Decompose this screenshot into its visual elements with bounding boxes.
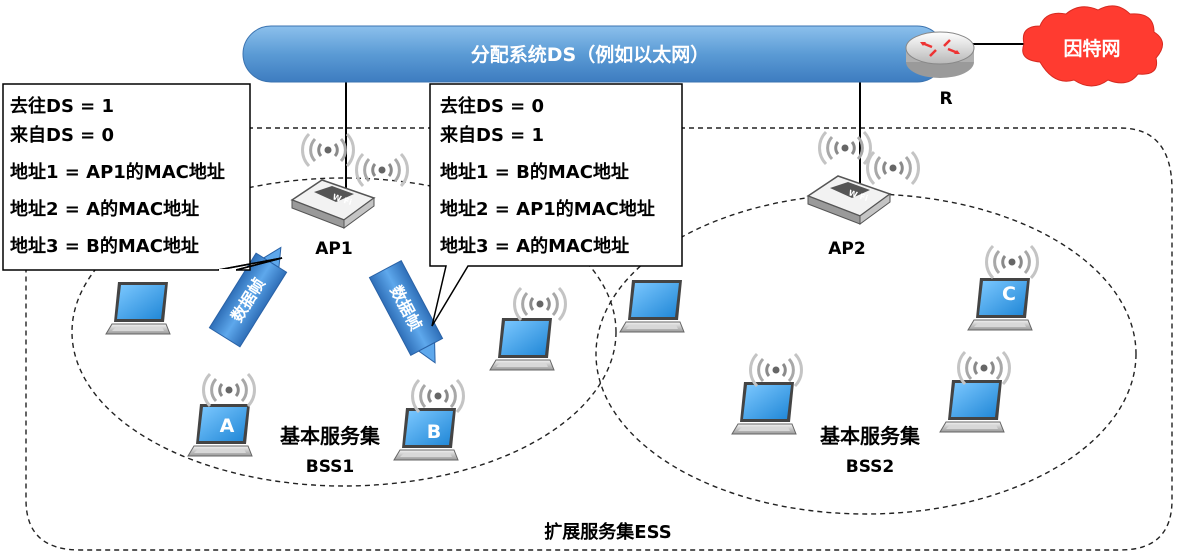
waves-b-icon [411, 378, 465, 414]
callout-left-line-5: 地址3 = B的MAC地址 [10, 235, 199, 257]
ap2-waves-right-icon [866, 150, 920, 186]
bss1-title: 基本服务集 [280, 424, 381, 448]
internet-label: 因特网 [1063, 38, 1120, 60]
ap2-waves-left-icon [818, 130, 872, 166]
bss2-subtitle: BSS2 [846, 457, 895, 477]
laptop-bss1-topleft-icon [105, 281, 171, 335]
ds-bar-label: 分配系统DS（例如以太网） [471, 43, 709, 66]
callout-left-line-4: 地址2 = A的MAC地址 [10, 198, 199, 220]
laptop-bss2-right-icon [939, 379, 1005, 433]
waves-bss1-right-icon [513, 286, 567, 322]
callout-left: 去往DS = 1 来自DS = 0 地址1 = AP1的MAC地址 地址2 = … [2, 83, 283, 272]
ap2-device-icon [807, 175, 891, 225]
callout-left-line-1: 去往DS = 1 [10, 95, 114, 117]
ess-label: 扩展服务集ESS [544, 521, 671, 543]
bss1-subtitle: BSS1 [306, 457, 355, 477]
waves-c-icon [985, 244, 1039, 280]
station-c-label: C [1002, 283, 1016, 305]
station-b-label: B [427, 421, 441, 443]
callout-right: 去往DS = 0 来自DS = 1 地址1 = B的MAC地址 地址2 = AP… [429, 83, 683, 327]
internet-cloud-icon [1022, 5, 1163, 87]
callout-right-line-3: 地址1 = B的MAC地址 [440, 161, 629, 183]
callout-left-line-2: 来自DS = 0 [9, 124, 114, 146]
router-label: R [939, 89, 952, 109]
bss2-title: 基本服务集 [820, 424, 921, 448]
waves-a-icon [202, 372, 256, 408]
callout-right-line-5: 地址3 = A的MAC地址 [440, 235, 629, 257]
data-frame-arrow-down: 数据帧 [368, 260, 444, 364]
ap1-label: AP1 [315, 239, 352, 259]
station-a-label: A [220, 415, 235, 437]
ap1-waves-right-icon [355, 152, 409, 188]
ap1-device-icon [291, 179, 375, 229]
laptop-bss2-mid-icon [731, 381, 797, 435]
callout-left-line-3: 地址1 = AP1的MAC地址 [10, 161, 225, 183]
laptop-c-icon [967, 277, 1033, 331]
laptop-bss1-right-icon [489, 317, 555, 371]
waves-bss2-mid-icon [749, 352, 803, 388]
waves-bss2-right-icon [957, 350, 1011, 386]
bss1-boundary [71, 177, 617, 487]
laptop-bss2-topleft-icon [619, 279, 685, 333]
callout-right-line-1: 去往DS = 0 [440, 95, 544, 117]
callout-right-line-2: 来自DS = 1 [439, 124, 544, 146]
router-icon [905, 31, 975, 78]
ap2-label: AP2 [828, 239, 865, 259]
callout-right-line-4: 地址2 = AP1的MAC地址 [440, 198, 655, 220]
